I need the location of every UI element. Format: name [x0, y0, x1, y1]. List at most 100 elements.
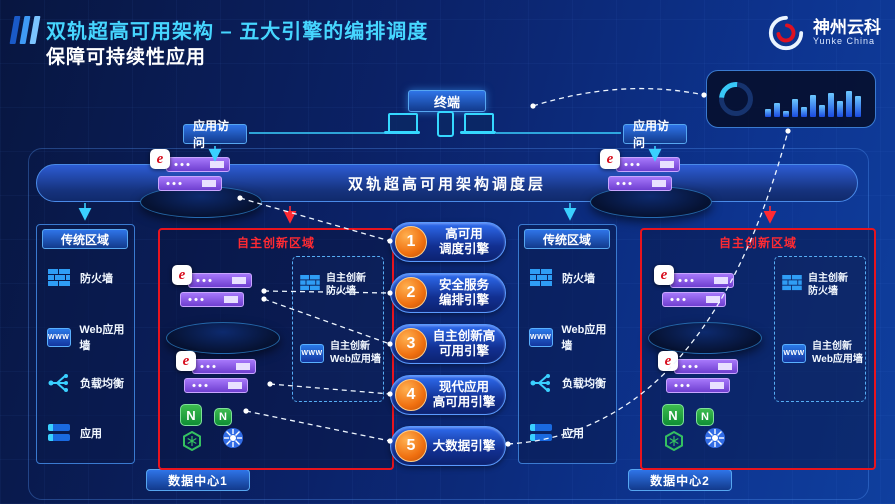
- innovation-waf-label: 自主创新 Web应用墙: [812, 341, 863, 365]
- nginx-icon: N: [662, 404, 684, 426]
- engine-label: 大数据引擎: [432, 438, 496, 453]
- nginx-icon: N: [214, 408, 232, 426]
- innovation-firewall-label: 自主创新 防火墙: [808, 273, 848, 297]
- www-icon: WWW: [300, 344, 324, 363]
- zone-item-waf: WWW Web应用墙: [528, 321, 616, 353]
- brand-logo: 神州云科 Yunke China: [767, 14, 881, 52]
- innovation-appliance-box: 自主创新 防火墙 WWW 自主创新 Web应用墙: [292, 256, 384, 402]
- platform: [166, 322, 280, 354]
- monitor-panel: [706, 70, 876, 128]
- dashboard-bars: [765, 81, 863, 117]
- platform: [648, 322, 762, 354]
- brand-name: 神州云科: [813, 17, 881, 37]
- chart-bar: [837, 101, 843, 117]
- server-rack: [166, 157, 230, 172]
- engine-number: 1: [395, 226, 427, 258]
- zone-item-label: 防火墙: [80, 273, 113, 285]
- donut-chart-icon: [712, 75, 760, 123]
- innovation-waf: WWW 自主创新 Web应用墙: [300, 341, 381, 366]
- engine-pill-1: 1 高可用 调度引擎: [390, 222, 506, 262]
- engine-pill-3: 3 自主创新高 可用引擎: [390, 324, 506, 364]
- www-icon: WWW: [528, 327, 553, 347]
- server-rack: [158, 176, 222, 191]
- firewall-icon: [528, 269, 554, 287]
- swirl-logo-icon: [768, 15, 804, 51]
- zone-item-app: 应用: [528, 424, 584, 442]
- brand-subname: Yunke China: [813, 36, 876, 47]
- yunke-logo-chip: e: [172, 265, 192, 285]
- innovation-zone-right: 自主创新区域 e e 自主创新 防火墙 WWW 自主创新 Web应用墙 N: [640, 228, 876, 470]
- hexagon-service-icon: [182, 430, 202, 456]
- yunke-logo-chip: e: [654, 265, 674, 285]
- terminal-label: 终端: [408, 90, 486, 112]
- hexagon-service-icon: [664, 430, 684, 456]
- chart-bar: [810, 95, 816, 117]
- www-icon: WWW: [46, 327, 71, 347]
- innovation-waf-label: 自主创新 Web应用墙: [330, 341, 381, 365]
- zone-item-label: Web应用墙: [79, 324, 125, 352]
- access-label-right: 应用访问: [623, 119, 687, 150]
- innovation-waf: WWW 自主创新 Web应用墙: [782, 341, 863, 366]
- yunke-logo-chip: e: [600, 149, 620, 169]
- zone-item-label: 负载均衡: [80, 378, 124, 390]
- nginx-icon: N: [180, 404, 202, 426]
- engine-label: 自主创新高 可用引擎: [432, 329, 496, 358]
- chart-bar: [819, 105, 825, 117]
- chart-bar: [828, 93, 834, 117]
- engine-number: 5: [395, 430, 427, 462]
- zone-item-label: 应用: [562, 428, 584, 440]
- server-rack: [188, 273, 252, 288]
- innovation-firewall: 自主创新 防火墙: [300, 273, 366, 298]
- engine-number: 4: [395, 379, 427, 411]
- server-cluster: e: [176, 351, 264, 402]
- server-rack: [184, 378, 248, 393]
- chart-bar: [846, 91, 852, 117]
- chart-bar: [765, 109, 771, 117]
- innovation-appliance-box: 自主创新 防火墙 WWW 自主创新 Web应用墙: [774, 256, 866, 402]
- server-rack: [180, 292, 244, 307]
- firewall-icon: [46, 269, 72, 287]
- innovation-firewall: 自主创新 防火墙: [782, 273, 848, 298]
- innovation-zone-left: 自主创新区域 e e 自主创新 防火墙 WWW 自主创新 Web应用墙 N: [158, 228, 394, 470]
- zone-item-label: Web应用墙: [561, 324, 607, 352]
- engine-label: 现代应用 高可用引擎: [432, 380, 496, 409]
- zone-title: 传统区域: [524, 229, 610, 249]
- datacenter1-button: 数据中心1: [146, 469, 250, 491]
- server-cluster: e: [658, 351, 746, 402]
- phone-icon: [437, 111, 454, 137]
- zone-item-app: 应用: [46, 424, 102, 442]
- engine-pill-4: 4 现代应用 高可用引擎: [390, 375, 506, 415]
- traditional-zone-left: 传统区域 防火墙 WWW Web应用墙 负载均衡 应用: [36, 224, 135, 464]
- yunke-logo-chip: e: [176, 351, 196, 371]
- server-rack: [662, 292, 726, 307]
- zone-item-firewall: 防火墙: [46, 269, 113, 287]
- server-rack: [666, 378, 730, 393]
- access-label-left: 应用访问: [183, 119, 247, 150]
- load-balancer-icon: [46, 373, 72, 393]
- engine-number: 3: [395, 328, 427, 360]
- chart-bar: [855, 96, 861, 117]
- engine-number: 2: [395, 277, 427, 309]
- engine-label: 高可用 调度引擎: [438, 227, 489, 256]
- app-icon: [528, 424, 554, 442]
- chart-bar: [783, 111, 789, 117]
- page-title: 双轨超高可用架构 – 五大引擎的编排调度: [46, 21, 429, 43]
- zone-item-firewall: 防火墙: [528, 269, 595, 287]
- zone-item-waf: WWW Web应用墙: [46, 321, 134, 353]
- zone-item-label: 防火墙: [562, 273, 595, 285]
- zone-item-loadbalancer: 负载均衡: [528, 373, 606, 393]
- laptop-icon: [460, 113, 496, 134]
- content-frame: [28, 148, 869, 500]
- server-rack: [670, 273, 734, 288]
- engine-label: 安全服务 编排引擎: [438, 278, 489, 307]
- server-rack: [192, 359, 256, 374]
- server-rack: [674, 359, 738, 374]
- zone-title: 自主创新区域: [718, 236, 797, 250]
- innovation-firewall-label: 自主创新 防火墙: [326, 273, 366, 297]
- firewall-icon: [300, 275, 320, 296]
- server-cluster: e: [654, 265, 742, 316]
- server-rack: [608, 176, 672, 191]
- yunke-logo-chip: e: [150, 149, 170, 169]
- zone-title: 传统区域: [42, 229, 128, 249]
